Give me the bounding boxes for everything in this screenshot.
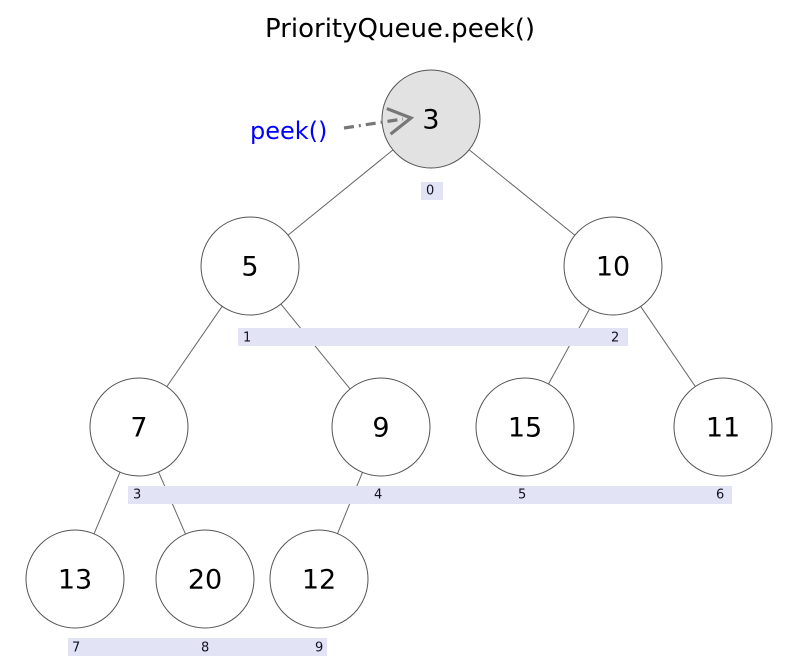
tree-edge [640,306,696,387]
index-label: 7 [72,641,80,656]
peek-annotation-arrow-head [386,107,415,136]
tree-edge [166,306,223,387]
peek-annotation-label: peek() [250,117,327,145]
index-label: 1 [243,331,251,346]
heap-node-7[interactable] [25,529,125,629]
heap-node-value: 20 [188,565,222,596]
tree-edge [280,303,351,390]
heap-node-0[interactable] [381,69,481,169]
heap-node-2[interactable] [563,216,663,316]
tree-edge [93,471,121,535]
annotations-group: peek() [250,107,415,145]
heap-node-value: 11 [706,413,740,444]
index-label: 8 [201,641,209,656]
heap-node-1[interactable] [200,216,300,316]
index-band [238,328,628,346]
index-band [68,638,327,656]
heap-node-5[interactable] [475,377,575,477]
edges-group [93,149,696,535]
heap-node-3[interactable] [89,377,189,477]
index-label: 9 [315,641,323,656]
index-band [128,486,732,504]
heap-node-6[interactable] [673,377,773,477]
heap-node-8[interactable] [155,529,255,629]
heap-node-value: 15 [508,413,542,444]
index-label: 5 [518,488,526,503]
heap-node-4[interactable] [331,377,431,477]
peek-annotation-arrow-shaft [343,117,404,130]
heap-node-value: 13 [58,565,92,596]
index-band [421,182,443,200]
index-label: 0 [426,184,434,199]
heap-node-value: 3 [422,105,439,136]
tree-edge [468,149,576,236]
heap-node-value: 12 [302,565,336,596]
heap-node-value: 5 [241,252,258,283]
index-label: 2 [611,331,619,346]
tree-edge [287,149,394,236]
tree-edge [548,308,590,385]
heap-node-value: 7 [130,413,147,444]
page-title: PriorityQueue.peek() [264,14,536,44]
index-label: 3 [133,488,141,503]
heap-node-value: 10 [596,252,630,283]
index-label: 4 [374,488,382,503]
heap-node-9[interactable] [269,529,369,629]
index-label: 6 [716,488,724,503]
heap-node-value: 9 [372,413,389,444]
